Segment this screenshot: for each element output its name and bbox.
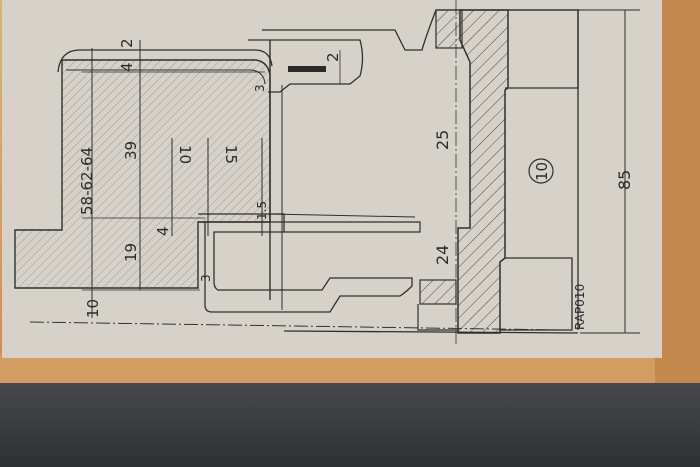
dim-25: 25: [433, 130, 452, 150]
dim-1-5: 1.5: [255, 201, 269, 220]
dim-15: 15: [222, 145, 240, 164]
dim-19: 19: [122, 243, 140, 262]
hardware-outline: [248, 39, 364, 93]
door-profile-outline-inner: [66, 69, 266, 85]
hardware-slot: [288, 66, 326, 72]
dim-3-lower: 3: [199, 274, 213, 282]
position-number: 10: [533, 162, 551, 181]
frame-top-hatch: [435, 9, 463, 49]
wood-right-edge: [655, 0, 700, 383]
reference-code: RAP010: [573, 284, 587, 330]
frame-bottom-hatch: [419, 279, 457, 305]
mid-rail-line: [269, 213, 416, 218]
lower-rebate-profile: [198, 213, 413, 313]
dim-2-top: 2: [118, 38, 136, 48]
dim-3-upper: 3: [253, 84, 267, 92]
dim-4-top: 4: [118, 62, 136, 72]
dim-4-small: 4: [154, 226, 172, 236]
dim-10-left: 10: [84, 299, 102, 318]
position-number-circle: [528, 158, 554, 184]
frame-bottom-step: [417, 304, 458, 331]
dim-85: 85: [615, 170, 634, 190]
dim-10-mid: 10: [176, 145, 194, 164]
dim-39: 39: [122, 141, 140, 160]
bottom-baseline: [283, 330, 579, 334]
dim-2-right: 2: [324, 52, 342, 62]
dim-24: 24: [433, 245, 452, 265]
dim-profile-range: 58-62-64: [78, 147, 96, 215]
dark-tray: [0, 375, 700, 467]
frame-top-outline: [262, 9, 580, 51]
wood-edge: [0, 355, 700, 383]
mid-rail: [205, 221, 421, 233]
